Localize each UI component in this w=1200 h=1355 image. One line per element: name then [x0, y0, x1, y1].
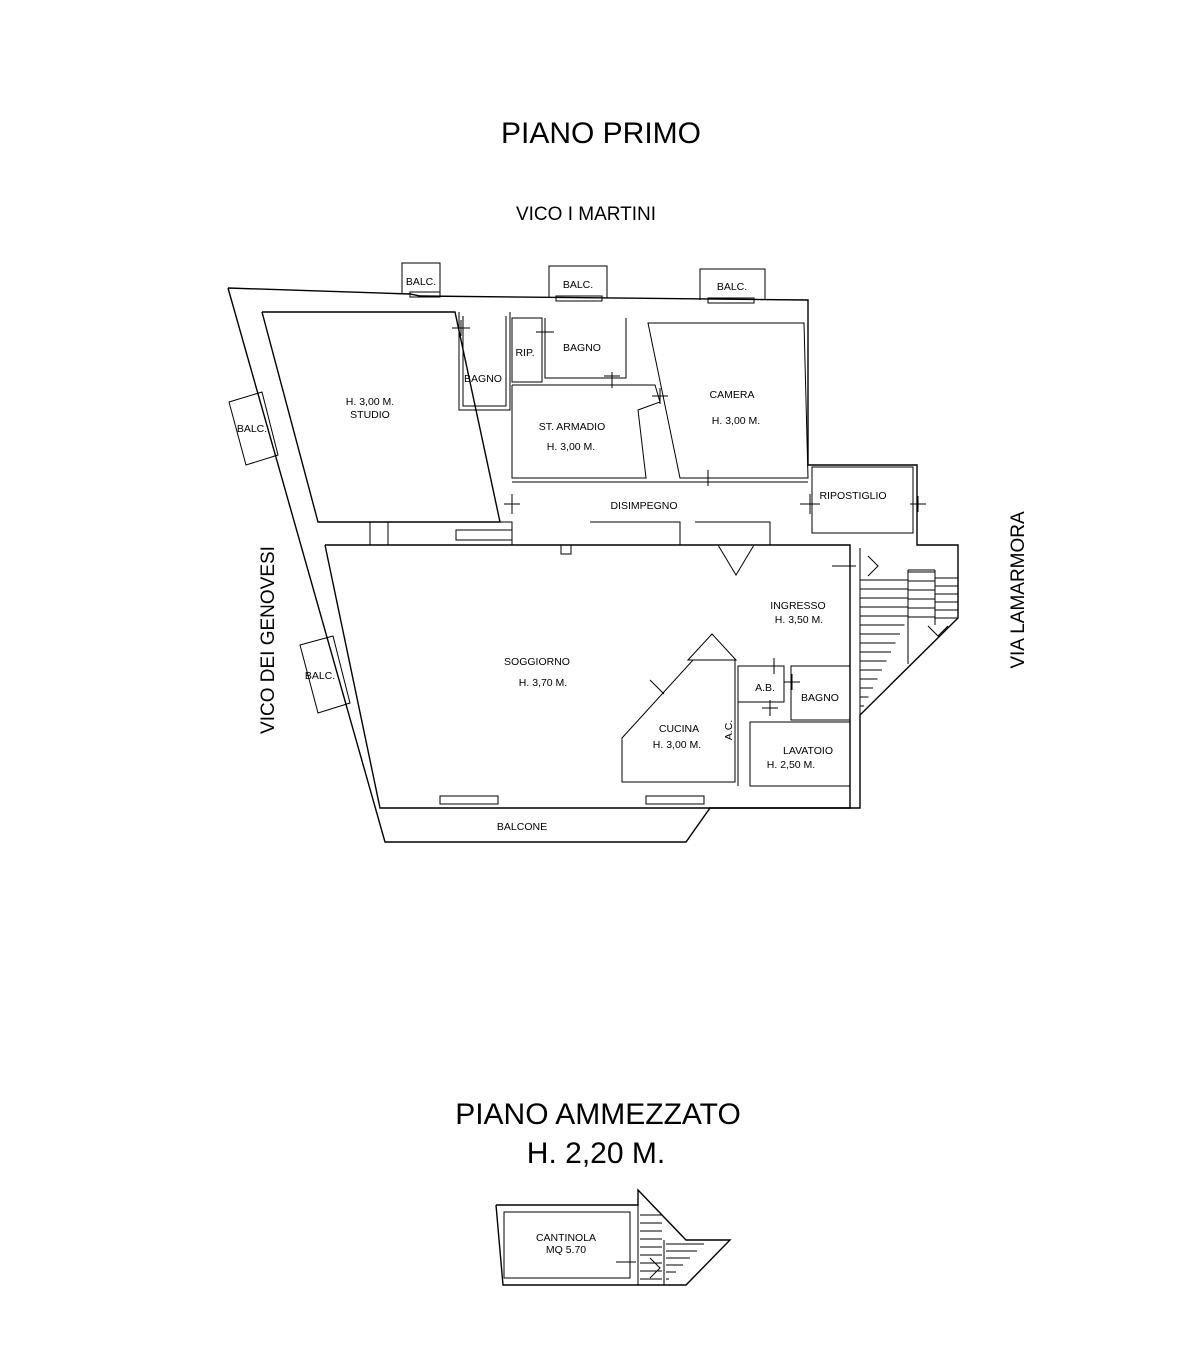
label-rip: RIP. — [515, 347, 534, 359]
street-right-label: VIA LAMARMORA — [1008, 511, 1029, 669]
street-top-label: VICO I MARTINI — [516, 204, 656, 225]
label-ab: A.B. — [755, 682, 775, 694]
label-balcone: BALCONE — [497, 821, 547, 833]
label-studio-height: H. 3,00 M. — [346, 396, 394, 408]
balcone-outline — [380, 795, 710, 809]
label-cucina-height: H. 3,00 M. — [653, 739, 701, 751]
balcony-top-1 — [401, 262, 441, 298]
label-bagno-2: BAGNO — [563, 342, 601, 354]
label-camera-height: H. 3,00 M. — [712, 415, 760, 427]
label-cantinola-area: MQ 5.70 — [546, 1244, 586, 1256]
mezzanine-title: PIANO AMMEZZATO — [455, 1098, 741, 1131]
label-bagno-3: BAGNO — [801, 692, 839, 704]
label-soggiorno: SOGGIORNO — [504, 656, 570, 668]
balcony-top-2 — [548, 265, 608, 302]
label-balc-left-1: BALC. — [237, 423, 267, 435]
label-cucina: CUCINA — [659, 723, 699, 735]
label-disimpegno: DISIMPEGNO — [610, 500, 677, 512]
label-camera: CAMERA — [710, 389, 755, 401]
label-balc-top-3: BALC. — [717, 281, 747, 293]
label-balc-top-1: BALC. — [406, 276, 436, 288]
mezzanine-height: H. 2,20 M. — [527, 1137, 665, 1170]
staircase — [860, 571, 958, 707]
building-outline — [227, 287, 959, 843]
label-ingresso-height: H. 3,50 M. — [775, 614, 823, 626]
label-lavatoio: LAVATOIO — [783, 745, 833, 757]
cantinola-plan — [495, 1188, 732, 1286]
label-lavatoio-height: H. 2,50 M. — [767, 759, 815, 771]
label-balc-left-2: BALC. — [305, 670, 335, 682]
balcony-top-3 — [699, 268, 766, 304]
balcony-left-1 — [228, 391, 279, 466]
label-st-armadio: ST. ARMADIO — [539, 421, 606, 433]
street-left-label: VICO DEI GENOVESI — [258, 546, 279, 734]
first-floor-title: PIANO PRIMO — [501, 117, 701, 150]
label-soggiorno-height: H. 3,70 M. — [519, 677, 567, 689]
balcony-left-2 — [299, 635, 351, 714]
label-st-armadio-height: H. 3,00 M. — [547, 441, 595, 453]
label-ac: A.C. — [723, 720, 735, 740]
label-ripostiglio: RIPOSTIGLIO — [819, 490, 886, 502]
door-marks — [452, 320, 926, 716]
interior-walls — [369, 312, 949, 787]
label-bagno-1: BAGNO — [464, 373, 502, 385]
label-ingresso: INGRESSO — [770, 600, 825, 612]
label-cantinola: CANTINOLA — [536, 1232, 596, 1244]
label-balc-top-2: BALC. — [563, 279, 593, 291]
label-studio: STUDIO — [350, 409, 390, 421]
